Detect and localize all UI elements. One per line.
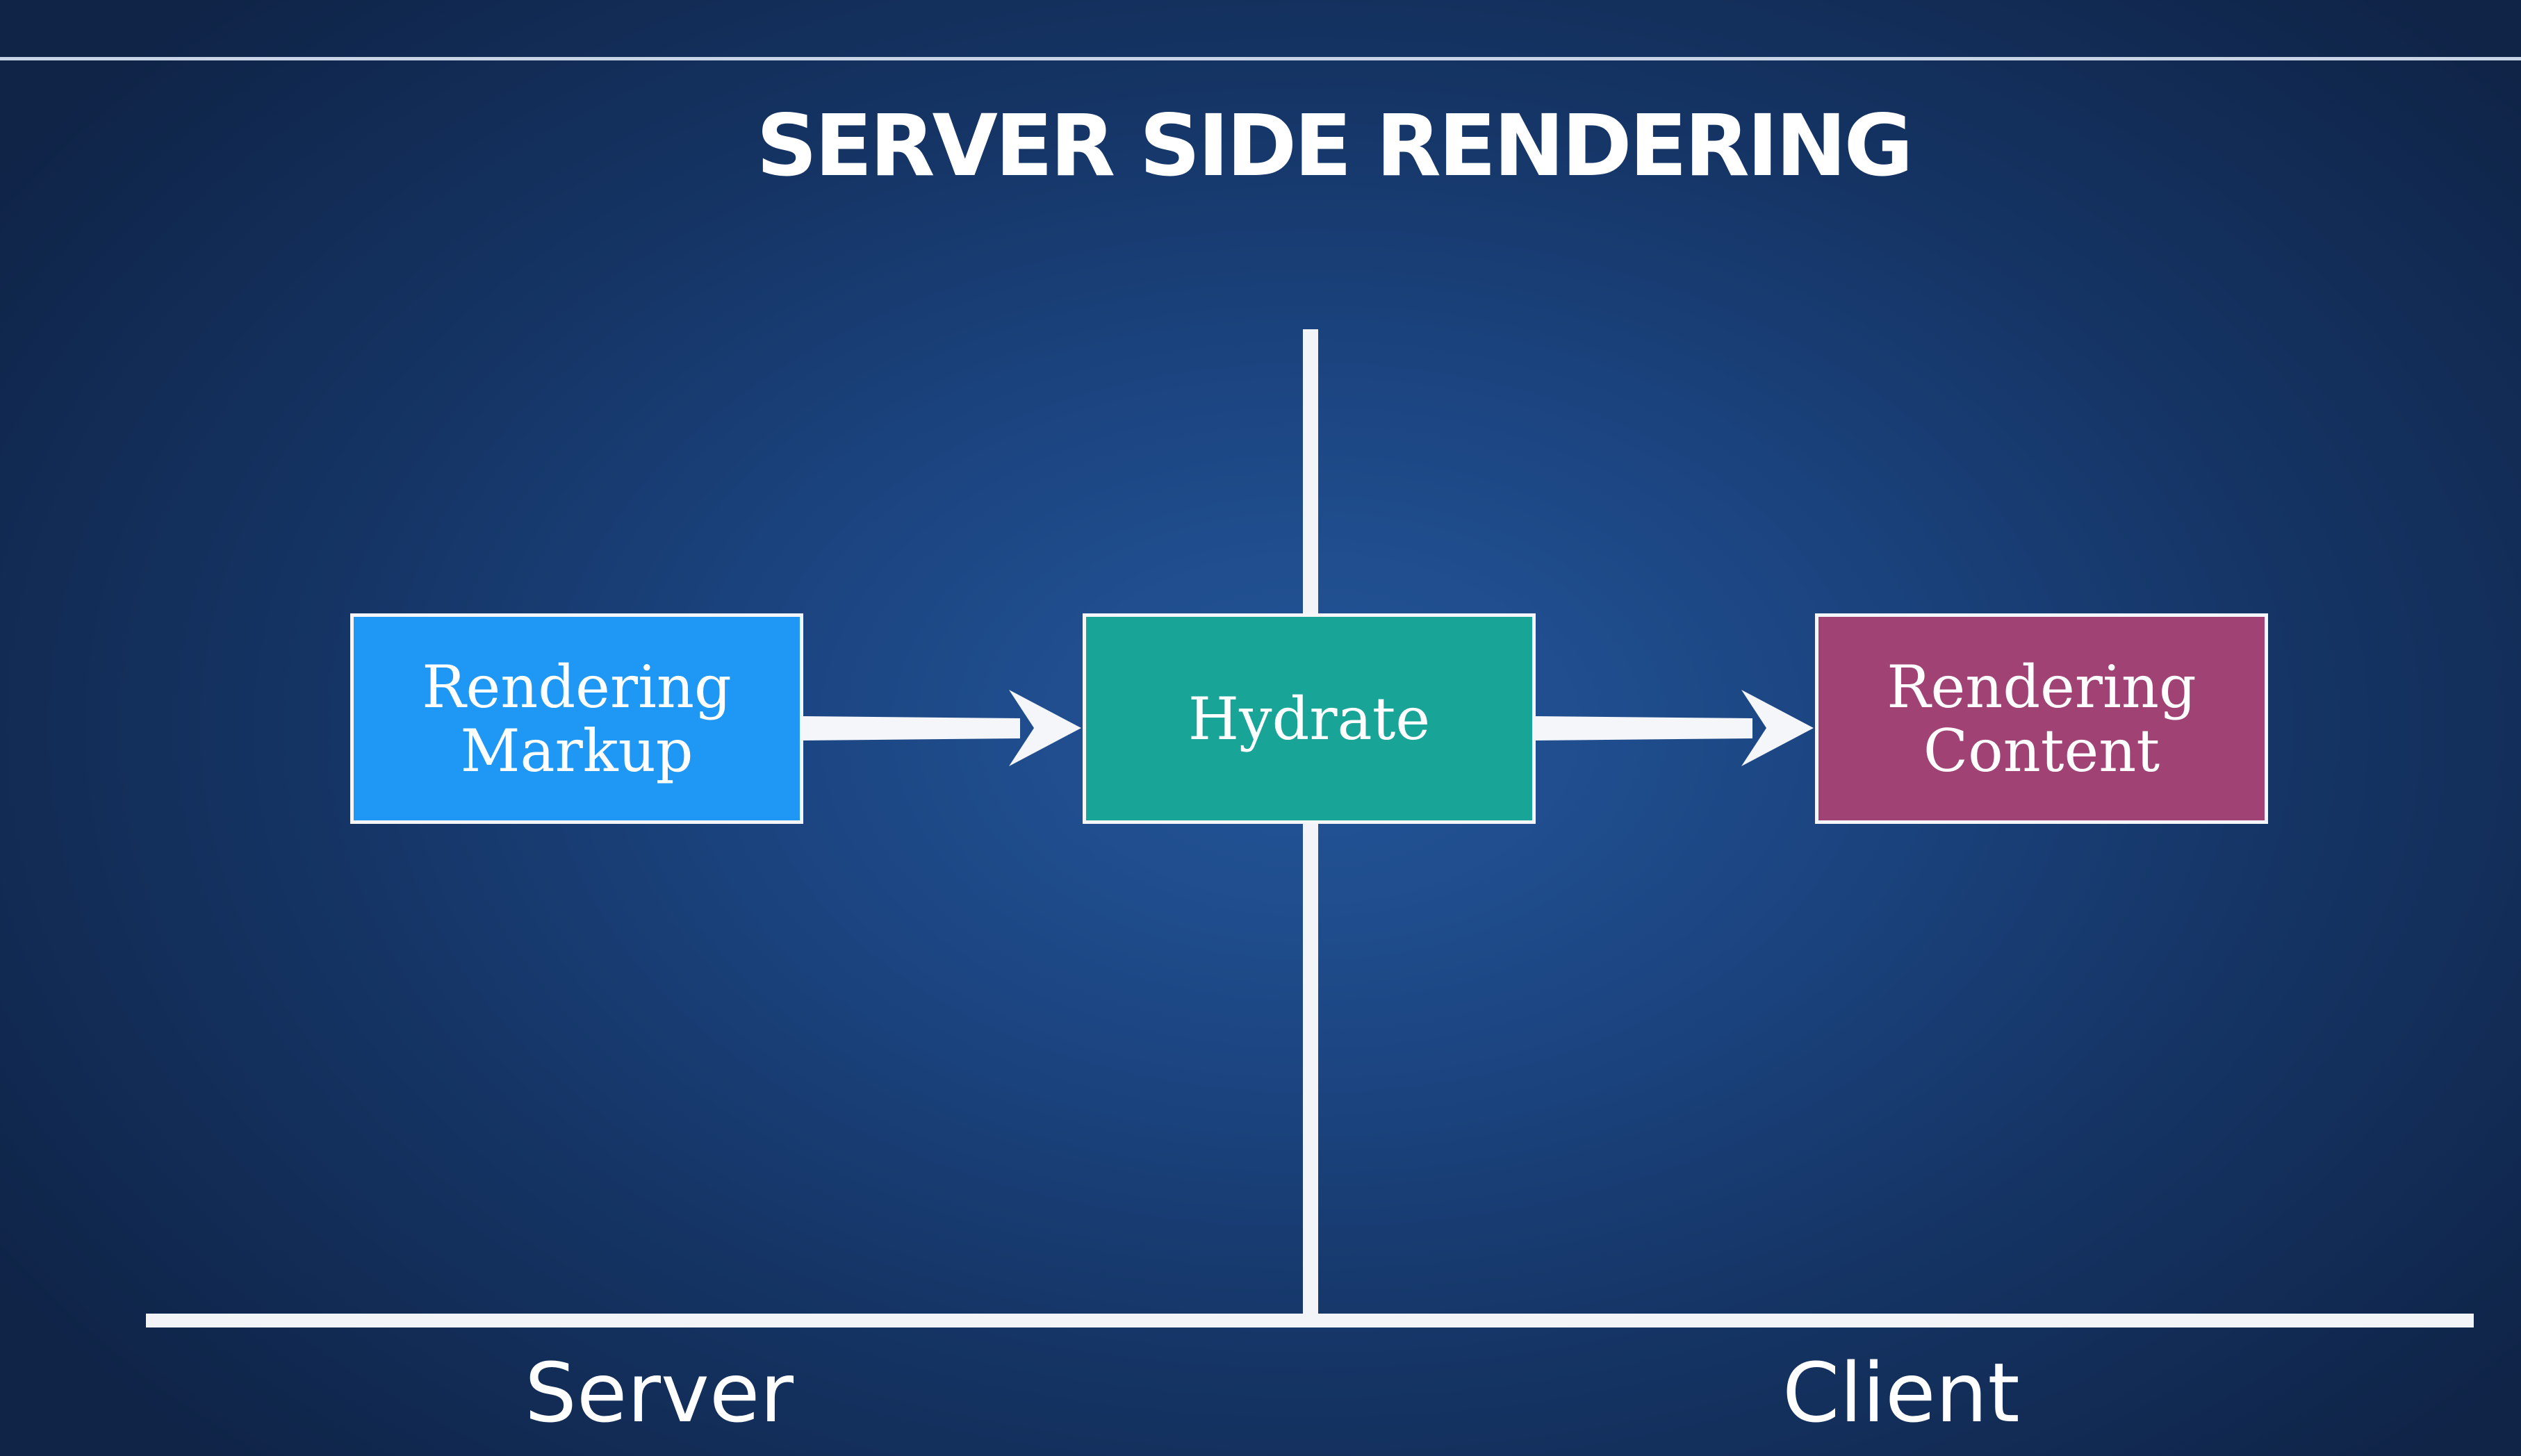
arrow-hydrate-to-content (1536, 690, 1814, 766)
node-rendering-markup: Rendering Markup (350, 613, 803, 824)
node-label-line: Rendering (1887, 652, 2196, 721)
page-title: SERVER SIDE RENDERING (756, 97, 1913, 195)
top-divider-line (0, 57, 2521, 60)
arrow-markup-to-hydrate (803, 690, 1081, 766)
node-label-line: Rendering (422, 652, 732, 721)
node-label-line: Hydrate (1188, 684, 1431, 753)
baseline-horizontal (146, 1314, 2474, 1327)
node-label-line: Content (1923, 716, 2160, 785)
node-label-line: Markup (460, 716, 693, 785)
node-rendering-content: Rendering Content (1815, 613, 2268, 824)
zone-label-server: Server (525, 1345, 794, 1441)
zone-label-client: Client (1782, 1345, 2020, 1441)
node-hydrate: Hydrate (1083, 613, 1536, 824)
